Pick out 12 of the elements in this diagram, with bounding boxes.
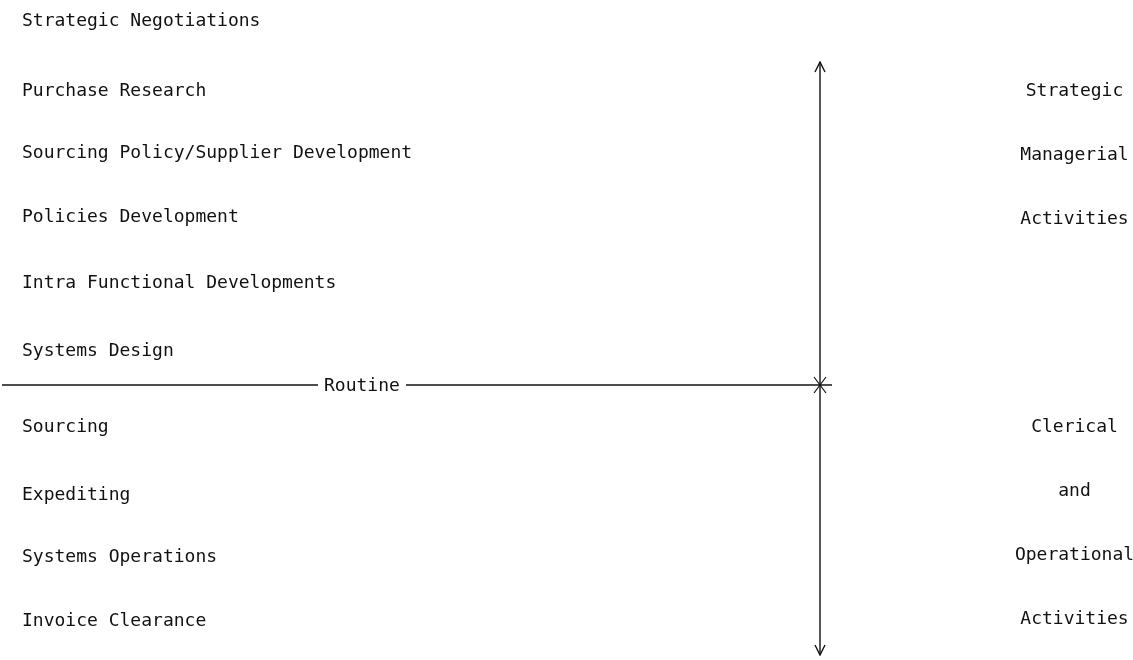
activity-label: Intra Functional Developments — [22, 270, 337, 294]
activity-label: Policies Development — [22, 204, 239, 228]
activity-label: Expediting — [22, 482, 131, 506]
activity-label: Purchase Research — [22, 78, 207, 102]
activity-label: Sourcing — [22, 414, 109, 438]
activity-label: Strategic Negotiations — [22, 8, 261, 32]
activity-label: Sourcing Policy/Supplier Development — [22, 140, 413, 164]
axis-label: Clerical and Operational Activities — [1013, 414, 1133, 630]
activity-label: Systems Operations — [22, 544, 218, 568]
activity-label: Systems Design — [22, 338, 174, 362]
activity-label: Invoice Clearance — [22, 608, 207, 632]
axis-label: Strategic Managerial Activities — [1019, 78, 1130, 230]
